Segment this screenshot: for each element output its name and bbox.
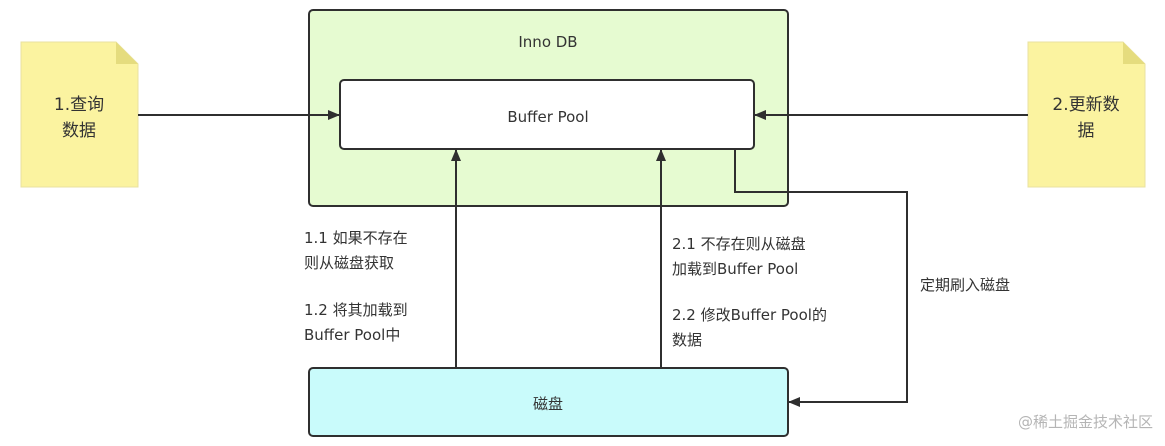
- flush-label: 定期刷入磁盘: [920, 276, 1010, 294]
- flush-arrow: [734, 149, 908, 407]
- query-steps-note: 1.1 如果不存在 则从磁盘获取 1.2 将其加载到 Buffer Pool中: [304, 226, 408, 348]
- query-note: 1.查询 数据: [20, 41, 139, 188]
- update-note-line1: 2.更新数: [1052, 95, 1119, 115]
- update-step1-line1: 2.1 不存在则从磁盘: [672, 235, 806, 253]
- query-note-line1: 1.查询: [54, 95, 104, 115]
- query-step1-line2: 则从磁盘获取: [304, 254, 395, 272]
- query-step2-line1: 1.2 将其加载到: [304, 301, 408, 319]
- query-note-line2: 数据: [62, 121, 96, 141]
- update-step1-line2: 加载到Buffer Pool: [672, 260, 799, 278]
- innodb-title: Inno DB: [518, 33, 577, 51]
- query-step2-line2: Buffer Pool中: [304, 326, 401, 344]
- disk-label: 磁盘: [533, 395, 563, 413]
- query-step1-line1: 1.1 如果不存在: [304, 229, 408, 247]
- update-note: 2.更新数 据: [1027, 41, 1146, 188]
- update-steps-note: 2.1 不存在则从磁盘 加载到Buffer Pool 2.2 修改Buffer …: [672, 232, 827, 353]
- watermark: @稀土掘金技术社区: [1017, 413, 1153, 431]
- buffer-pool-label: Buffer Pool: [507, 108, 588, 126]
- update-note-line2: 据: [1078, 121, 1095, 141]
- update-step2-line2: 数据: [672, 331, 703, 349]
- update-step2-line1: 2.2 修改Buffer Pool的: [672, 306, 827, 324]
